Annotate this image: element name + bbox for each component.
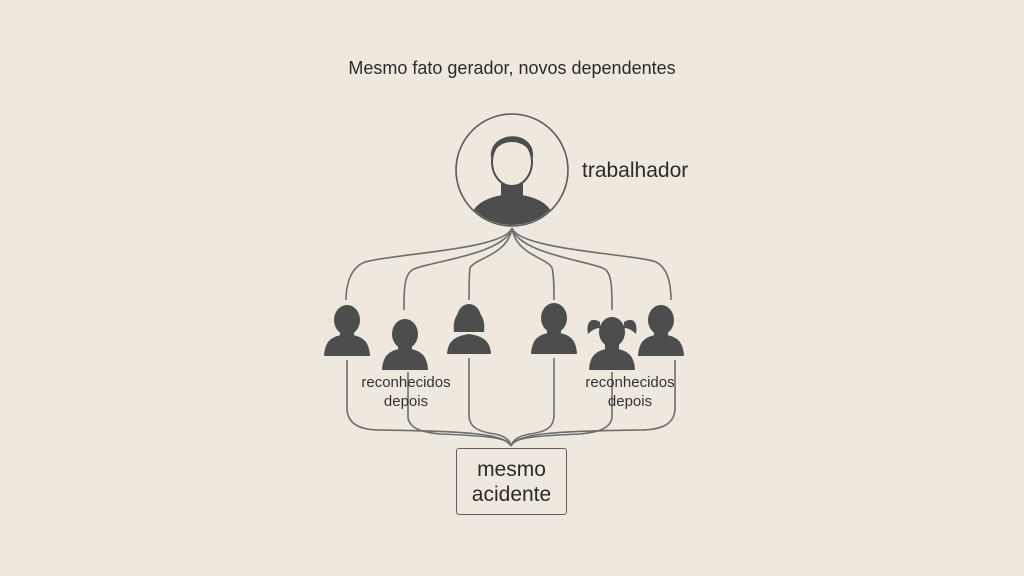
worker-label: trabalhador (582, 159, 689, 182)
connector-top-5 (511, 227, 613, 311)
dependent-2 (382, 319, 428, 370)
group-label-left-line1: reconhecidos (361, 374, 451, 391)
connector-top-3 (468, 227, 513, 301)
dependent-4 (531, 303, 577, 354)
dependent-1 (324, 305, 370, 356)
accident-line1: mesmo (477, 457, 546, 481)
connector-top-1 (345, 227, 513, 301)
connectors-top (345, 227, 672, 311)
group-label-right-line1: reconhecidos (585, 374, 675, 391)
group-label-right: reconhecidos depois (555, 373, 705, 411)
dependent-5 (587, 317, 637, 370)
dependent-6 (638, 305, 684, 356)
accident-box: mesmo acidente (456, 448, 567, 515)
group-label-left-line2: depois (383, 393, 429, 410)
connector-bottom-3 (468, 358, 512, 447)
connector-bottom-6 (510, 360, 676, 447)
worker-avatar-icon (455, 113, 569, 227)
connector-top-6 (511, 227, 672, 301)
connector-top-2 (403, 227, 513, 311)
connector-bottom-2 (407, 372, 512, 447)
dependent-3 (447, 304, 491, 354)
connectors-bottom (346, 358, 676, 447)
accident-line2: acidente (471, 482, 552, 506)
connector-top-4 (511, 227, 555, 301)
connector-bottom-4 (510, 358, 555, 447)
group-label-left: reconhecidos depois (331, 373, 481, 411)
group-label-right-line2: depois (607, 393, 653, 410)
diagram-title: Mesmo fato gerador, novos dependentes (348, 58, 676, 78)
